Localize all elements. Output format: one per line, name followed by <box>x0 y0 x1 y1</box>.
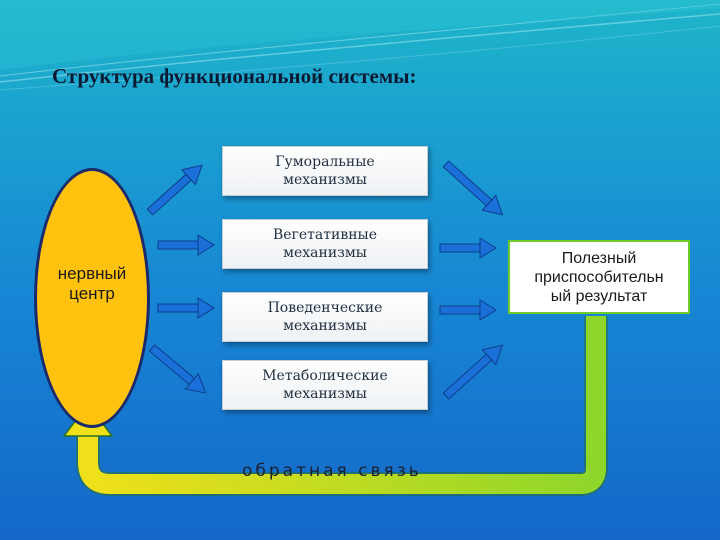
nerve-center-node: нервный центр <box>34 168 150 428</box>
useful-result-label: Полезный приспособительн ый результат <box>534 249 664 305</box>
page-title: Структура функциональной системы: <box>52 64 417 88</box>
arrow-from-behavioral <box>439 299 497 321</box>
behavioral-mechanisms-box: Поведенческие механизмы <box>222 292 428 342</box>
humoral-mechanisms-label: Гуморальные механизмы <box>275 154 375 188</box>
arrow-to-behavioral <box>157 297 215 319</box>
behavioral-mechanisms-label: Поведенческие механизмы <box>267 300 383 334</box>
vegetative-mechanisms-box: Вегетативные механизмы <box>222 219 428 269</box>
metabolic-mechanisms-label: Метаболические механизмы <box>262 368 388 402</box>
arrow-to-metabolic <box>148 344 207 394</box>
feedback-label: обратная связь <box>242 461 422 481</box>
arrow-from-metabolic <box>442 344 504 400</box>
arrow-from-vegetative <box>439 237 497 259</box>
metabolic-mechanisms-box: Метаболические механизмы <box>222 360 428 410</box>
nerve-center-label: нервный центр <box>57 264 127 303</box>
arrow-to-humoral <box>146 164 203 216</box>
arrow-from-humoral <box>442 160 504 216</box>
vegetative-mechanisms-label: Вегетативные механизмы <box>272 227 377 261</box>
arrow-to-vegetative <box>157 234 215 256</box>
useful-result-box: Полезный приспособительн ый результат <box>508 240 690 314</box>
humoral-mechanisms-box: Гуморальные механизмы <box>222 146 428 196</box>
